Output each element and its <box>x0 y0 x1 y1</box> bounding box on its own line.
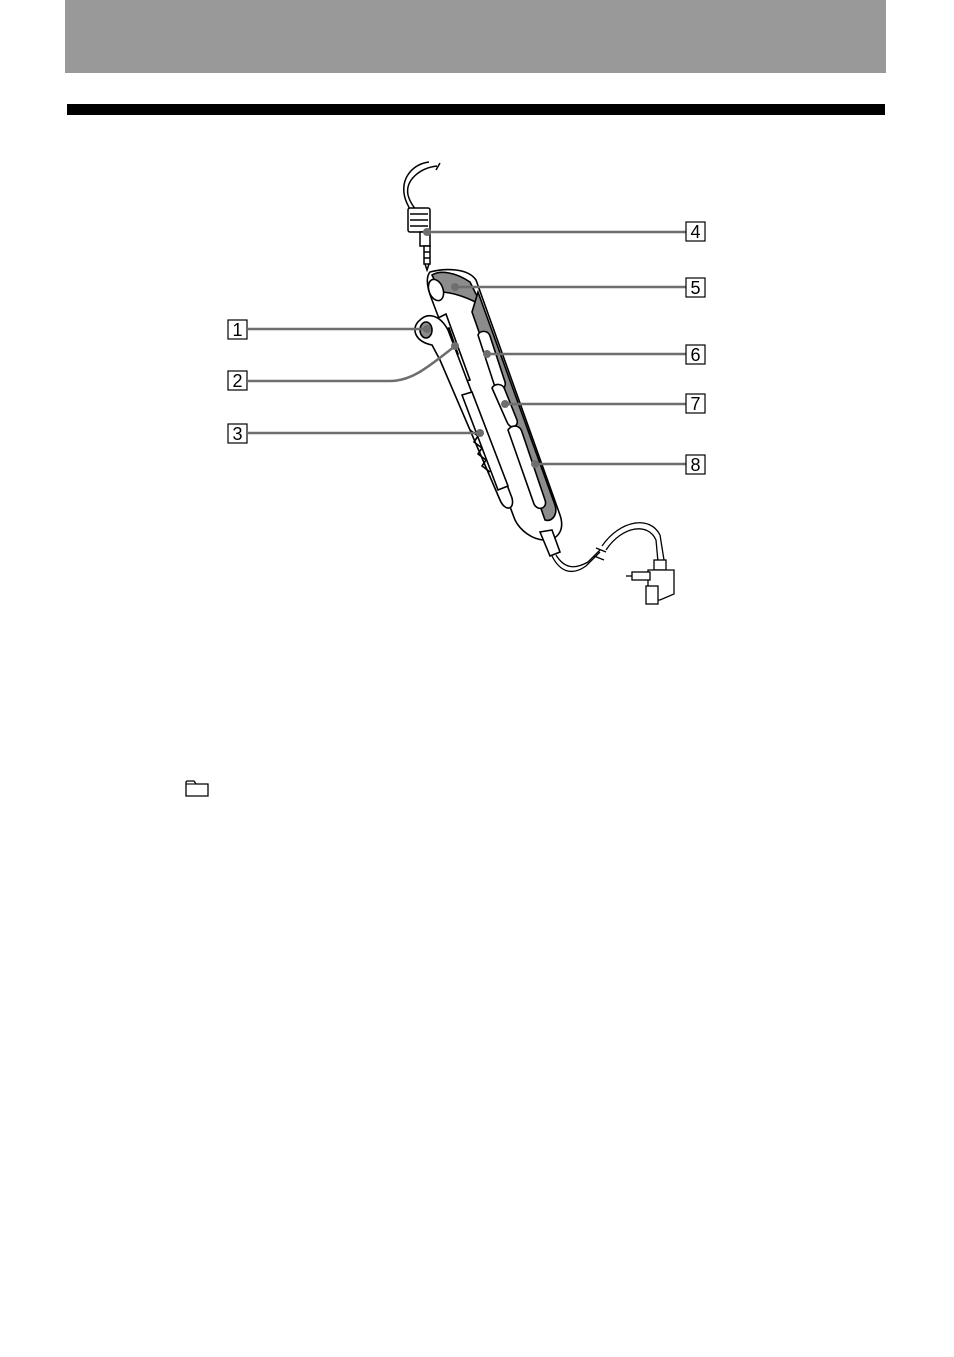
folder-icon <box>185 779 209 797</box>
callout-4-number: 4 <box>690 222 700 242</box>
remote-body <box>415 270 562 556</box>
callout-1-number: 1 <box>232 320 242 340</box>
callout-8-number: 8 <box>690 455 700 475</box>
callout-2-number: 2 <box>232 371 242 391</box>
callout-8: 8 <box>686 455 705 475</box>
headphone-plug <box>404 162 440 270</box>
callout-6-number: 6 <box>690 345 700 365</box>
callout-6: 6 <box>686 345 705 365</box>
callout-7-number: 7 <box>690 394 700 414</box>
callout-1: 1 <box>228 320 247 340</box>
callout-3: 3 <box>228 424 247 444</box>
callout-4: 4 <box>686 222 705 242</box>
bottom-plug <box>552 523 674 604</box>
callout-2: 2 <box>228 371 247 391</box>
callout-7: 7 <box>686 394 705 414</box>
callout-3-number: 3 <box>232 424 242 444</box>
remote-control-diagram: 1 2 3 4 5 6 7 8 <box>0 0 954 640</box>
callout-5-number: 5 <box>690 278 700 298</box>
callout-5: 5 <box>686 278 705 298</box>
